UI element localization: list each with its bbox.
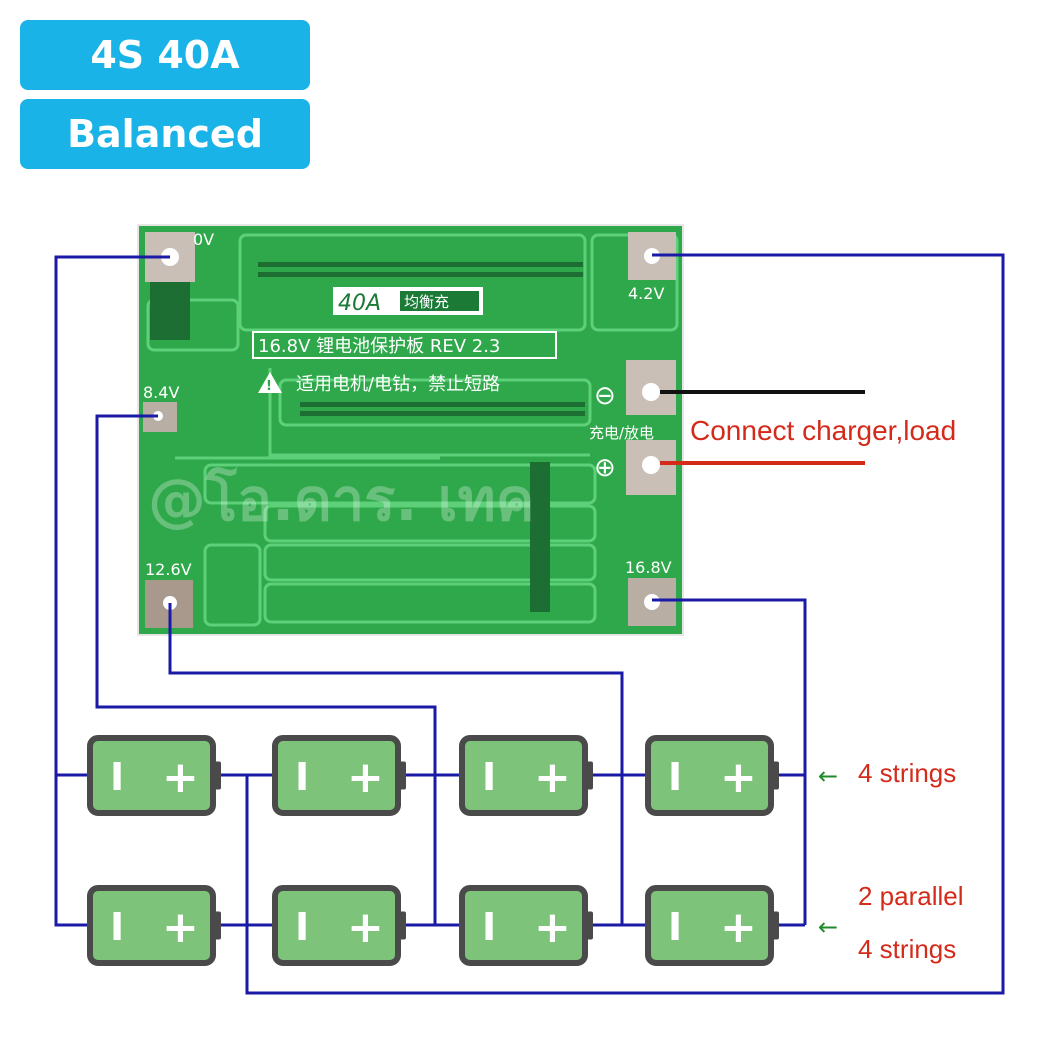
wire-0v [54, 255, 170, 927]
warning-icon-mark: ! [266, 379, 272, 394]
battery-plus-icon: + [534, 752, 571, 803]
battery-minus-icon: I [110, 905, 124, 949]
board-title: 40A [338, 291, 381, 316]
battery-terminal [585, 911, 593, 940]
wire-8v4 [95, 414, 437, 925]
pcb-board: 40A 均衡充 16.8V 锂电池保护板 REV 2.3 ! 适用电机/电钻，禁… [137, 224, 684, 636]
warning-icon [258, 372, 282, 393]
battery-plus-icon: + [162, 902, 199, 953]
battery-cell: I+ [645, 735, 779, 816]
pad-minus-hole [642, 383, 660, 401]
parallel-label-line1: 2 parallel [858, 881, 964, 911]
four-strings-label: 4 strings [858, 758, 956, 788]
usage-line: 适用电机/电钻，禁止短路 [296, 374, 500, 395]
battery-terminal [398, 911, 406, 940]
battery-bank: I+I+I+I+I+I+I+I+ [87, 735, 779, 966]
battery-terminal [771, 911, 779, 940]
pad-label-16v8: 16.8V [625, 558, 672, 577]
watermark: @โอ.ดาร. เทค [148, 465, 535, 534]
battery-cell: I+ [272, 885, 406, 966]
battery-cell: I+ [87, 735, 221, 816]
pad-label-4v2: 4.2V [628, 284, 664, 303]
battery-cell: I+ [459, 735, 593, 816]
battery-plus-icon: + [534, 902, 571, 953]
spec-line: 16.8V 锂电池保护板 REV 2.3 [258, 336, 500, 357]
battery-minus-icon: I [668, 905, 682, 949]
battery-terminal [398, 761, 406, 790]
wire-12v6 [168, 603, 624, 925]
pcb-vias [150, 262, 585, 612]
plus-symbol: ⊕ [594, 453, 616, 483]
battery-plus-icon: + [720, 752, 757, 803]
battery-plus-icon: + [720, 902, 757, 953]
pad-plus-hole [642, 456, 660, 474]
battery-minus-icon: I [668, 755, 682, 799]
battery-cell: I+ [645, 885, 779, 966]
battery-plus-icon: + [162, 752, 199, 803]
battery-terminal [213, 911, 221, 940]
parallel-arrow-icon: ← [818, 913, 838, 941]
pad-label-12v6: 12.6V [145, 560, 192, 579]
pad-label-8v4: 8.4V [143, 383, 179, 402]
pad-label-0v: 0V [193, 230, 214, 249]
spec-line-box [252, 331, 557, 359]
battery-terminal [213, 761, 221, 790]
wire-16v8 [652, 598, 807, 925]
pcb-traces [146, 233, 679, 627]
battery-cell: I+ [272, 735, 406, 816]
board-title-cn-box [400, 291, 479, 311]
battery-minus-icon: I [482, 905, 496, 949]
minus-symbol: ⊖ [594, 381, 616, 411]
wires [54, 253, 1005, 995]
connect-label: Connect charger,load [690, 415, 956, 446]
battery-terminal [585, 761, 593, 790]
model-badge: 4S 40A [20, 20, 310, 90]
battery-plus-icon: + [347, 902, 384, 953]
parallel-label-line2: 4 strings [858, 934, 956, 964]
battery-minus-icon: I [482, 755, 496, 799]
battery-minus-icon: I [110, 755, 124, 799]
port-label: 充电/放电 [589, 424, 654, 442]
battery-minus-icon: I [295, 905, 309, 949]
battery-plus-icon: + [347, 752, 384, 803]
pad-16v8-hole [644, 594, 660, 610]
battery-minus-icon: I [295, 755, 309, 799]
feature-badge: Balanced [20, 99, 310, 169]
four-strings-arrow-icon: ← [818, 762, 838, 790]
battery-terminal [771, 761, 779, 790]
battery-cell: I+ [459, 885, 593, 966]
battery-cell: I+ [87, 885, 221, 966]
wire-4v2 [245, 253, 1005, 995]
board-title-cn: 均衡充 [404, 293, 449, 311]
